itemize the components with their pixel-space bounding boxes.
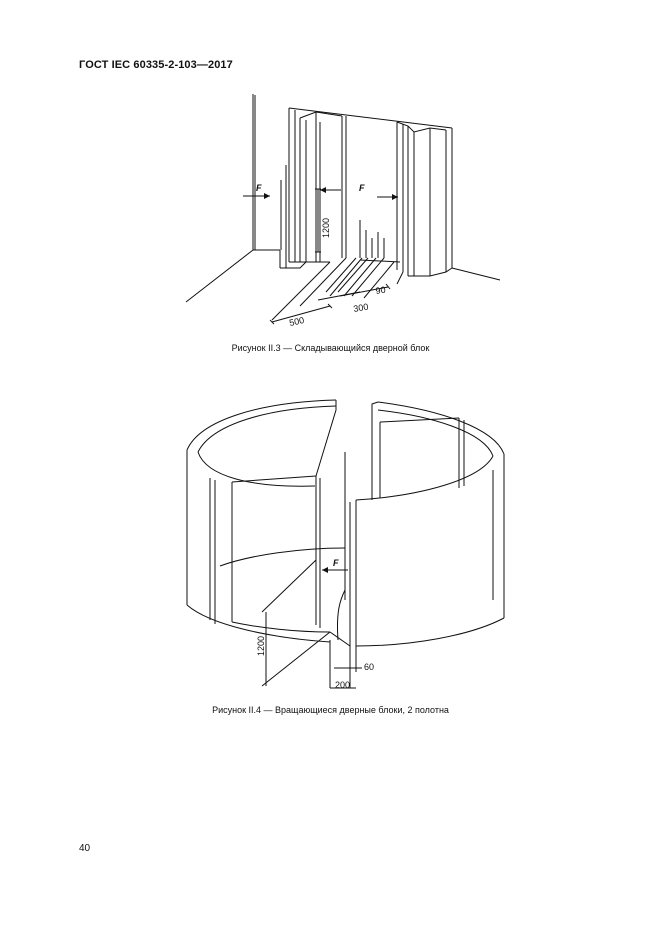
dimension-90-label: 90 xyxy=(375,285,386,296)
document-header: ГОСТ IEC 60335-2-103—2017 xyxy=(79,59,233,71)
force-label-left: F xyxy=(256,183,262,193)
page-number: 40 xyxy=(79,843,91,854)
figure-4-caption: Рисунок II.4 — Вращающиеся дверные блоки… xyxy=(212,705,449,715)
force-label-center: F xyxy=(359,183,365,193)
figure-3-caption: Рисунок II.3 — Складывающийся дверной бл… xyxy=(231,343,430,353)
dimension-500-label: 500 xyxy=(288,315,305,328)
dimension-300-label: 300 xyxy=(353,302,370,314)
dimension-200-label: 200 xyxy=(335,680,350,690)
dimension-60-label: 60 xyxy=(364,662,374,672)
dimension-height-label: 1200 xyxy=(321,218,331,238)
force-label: F xyxy=(333,558,339,568)
dimension-height-label-2: 1200 xyxy=(256,636,266,656)
